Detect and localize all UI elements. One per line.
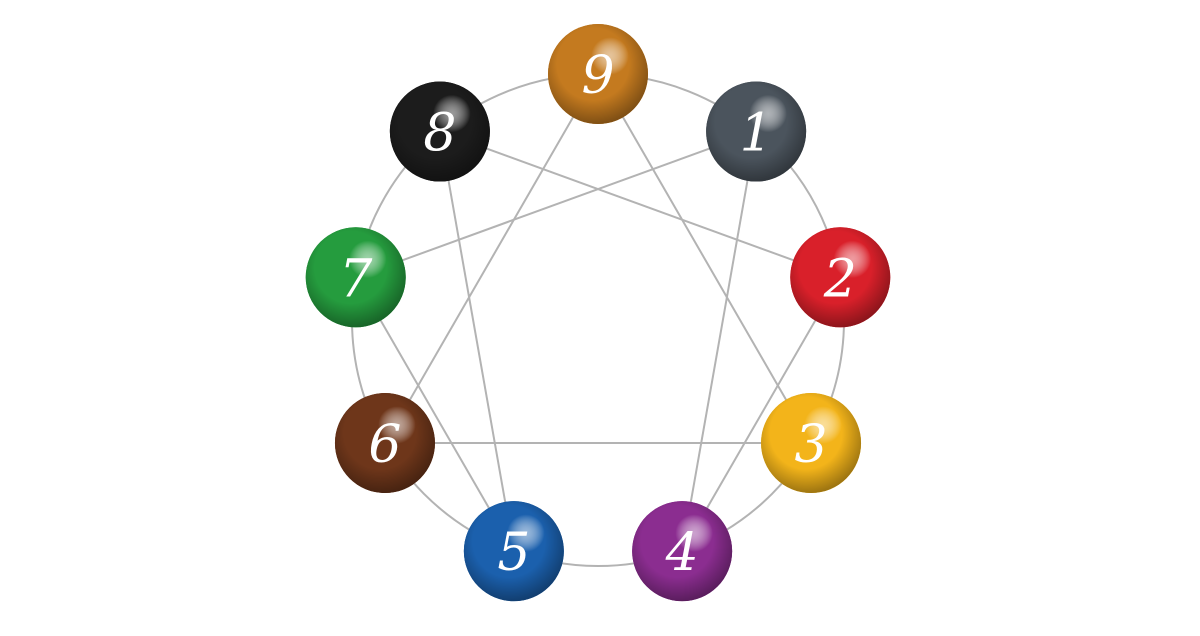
type-node-9: 9 [548, 24, 648, 124]
connection-4-2 [681, 276, 842, 552]
sphere-shade [761, 393, 862, 493]
sphere-shade [548, 24, 648, 124]
connection-6-9 [384, 73, 599, 444]
type-number: 1 [740, 104, 773, 164]
sphere-shade [463, 501, 564, 602]
sphere-shade [334, 393, 435, 493]
type-number: 4 [665, 523, 699, 583]
sphere-shade [790, 227, 891, 328]
type-node-2: 2 [790, 227, 891, 328]
connection-5-7 [354, 276, 515, 552]
type-number: 8 [423, 104, 456, 164]
connection-2-8 [439, 130, 841, 279]
type-node-7: 7 [305, 227, 406, 328]
sphere-shade [305, 227, 406, 328]
type-number: 3 [794, 415, 827, 475]
type-node-5: 5 [463, 501, 564, 602]
connection-8-5 [438, 131, 515, 552]
connection-1-4 [681, 131, 758, 552]
type-number: 9 [581, 46, 614, 106]
sphere-shade [706, 81, 807, 182]
connection-7-1 [355, 130, 757, 279]
type-node-1: 1 [706, 81, 807, 182]
type-node-4: 4 [632, 501, 733, 602]
type-node-3: 3 [761, 393, 862, 493]
type-number: 6 [368, 415, 401, 475]
type-node-6: 6 [334, 393, 435, 493]
connection-9-3 [597, 73, 812, 444]
type-nodes: 9 1 2 3 4 5 6 7 8 [305, 24, 891, 602]
connection-lines [354, 73, 842, 552]
sphere-shade [632, 501, 733, 602]
sphere-shade [389, 81, 490, 182]
type-number: 2 [823, 249, 857, 309]
type-node-8: 8 [389, 81, 490, 182]
type-number: 5 [497, 523, 530, 583]
type-number: 7 [339, 249, 373, 309]
